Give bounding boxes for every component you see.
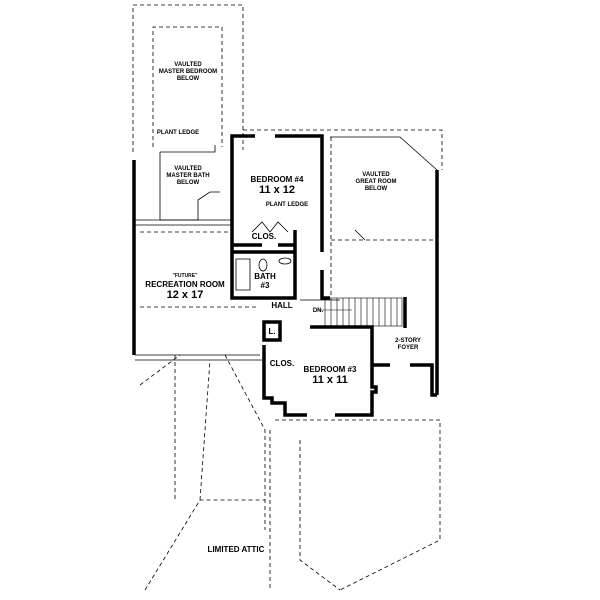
recreation-room-label: "FUTURE" RECREATION ROOM 12 x 17: [145, 273, 225, 302]
room-tag: "FUTURE": [172, 273, 198, 279]
room-name: RECREATION ROOM: [145, 279, 225, 289]
misc-lines: [300, 229, 366, 301]
toilet: [258, 258, 268, 272]
attic-label: LIMITED ATTIC: [207, 545, 265, 554]
bedroom4-walls: [230, 134, 324, 300]
master-bath-note: VAULTED MASTER BATH BELOW: [166, 166, 209, 187]
closet-top-label: CLOS.: [251, 232, 277, 241]
closet-bottom-label: CLOS.: [269, 359, 295, 368]
foyer-note: 2-STORY FOYER: [395, 338, 421, 352]
great-room-top-outline: [243, 129, 443, 170]
note-line: VAULTED: [174, 166, 202, 172]
bath3-label: BATH #3: [254, 272, 276, 290]
room-size: 11 x 11: [312, 374, 348, 387]
great-room-note: VAULTED GREAT ROOM BELOW: [356, 172, 397, 193]
room-size: 11 x 12: [258, 184, 296, 197]
sink: [278, 257, 292, 265]
thin-lines: [133, 136, 438, 361]
room-number: #3: [260, 281, 270, 291]
master-bedroom-note: VAULTED MASTER BEDROOM BELOW: [159, 62, 217, 83]
plant-ledge-left-label: PLANT LEDGE: [156, 130, 200, 136]
bedroom3-walls: [262, 325, 378, 417]
room-size: 12 x 17: [166, 288, 204, 301]
attic-right-lines: [275, 419, 441, 591]
room-name: BEDROOM #3: [303, 365, 357, 374]
linen-label: L.: [268, 327, 276, 336]
ledge-lines: [133, 219, 232, 226]
linen-closet: [262, 320, 282, 342]
note-line: VAULTED: [362, 172, 390, 178]
hall-wall: [320, 270, 330, 300]
room-name: BEDROOM #4: [250, 175, 304, 184]
closet-walls: [232, 243, 295, 254]
master-bath-outline: [159, 145, 220, 221]
bedroom3-label: BEDROOM #3 11 x 11: [304, 365, 357, 387]
master-bedroom-outline: [132, 4, 244, 152]
rec-bottom-wall: [135, 354, 262, 361]
walls: [132, 134, 439, 417]
stairs: [318, 297, 403, 327]
note-line: BELOW: [364, 185, 388, 192]
note-line: GREAT ROOM: [355, 178, 397, 185]
great-room-angle: [330, 136, 438, 171]
dashed-outlines: [132, 4, 443, 591]
note-line: BELOW: [176, 75, 200, 82]
bedroom4-label: BEDROOM #4 11 x 12: [251, 175, 304, 197]
note-line: MASTER BATH: [166, 172, 210, 179]
plant-ledge-right-label: PLANT LEDGE: [265, 202, 309, 208]
room-name: BATH: [254, 272, 276, 281]
note-line: VAULTED: [174, 62, 202, 68]
attic-lines: [139, 354, 271, 591]
closet-doors: [251, 221, 289, 233]
hall-label: HALL: [271, 301, 293, 310]
master-bedroom-inner: [152, 26, 223, 147]
stairs-down-label[interactable]: DN.: [312, 308, 324, 314]
note-line: BELOW: [176, 179, 200, 186]
note-line: FOYER: [397, 344, 419, 351]
note-line: 2-STORY: [395, 338, 421, 344]
bathtub: [235, 258, 251, 291]
note-line: MASTER BEDROOM: [158, 68, 218, 75]
foyer-walls: [372, 363, 437, 397]
